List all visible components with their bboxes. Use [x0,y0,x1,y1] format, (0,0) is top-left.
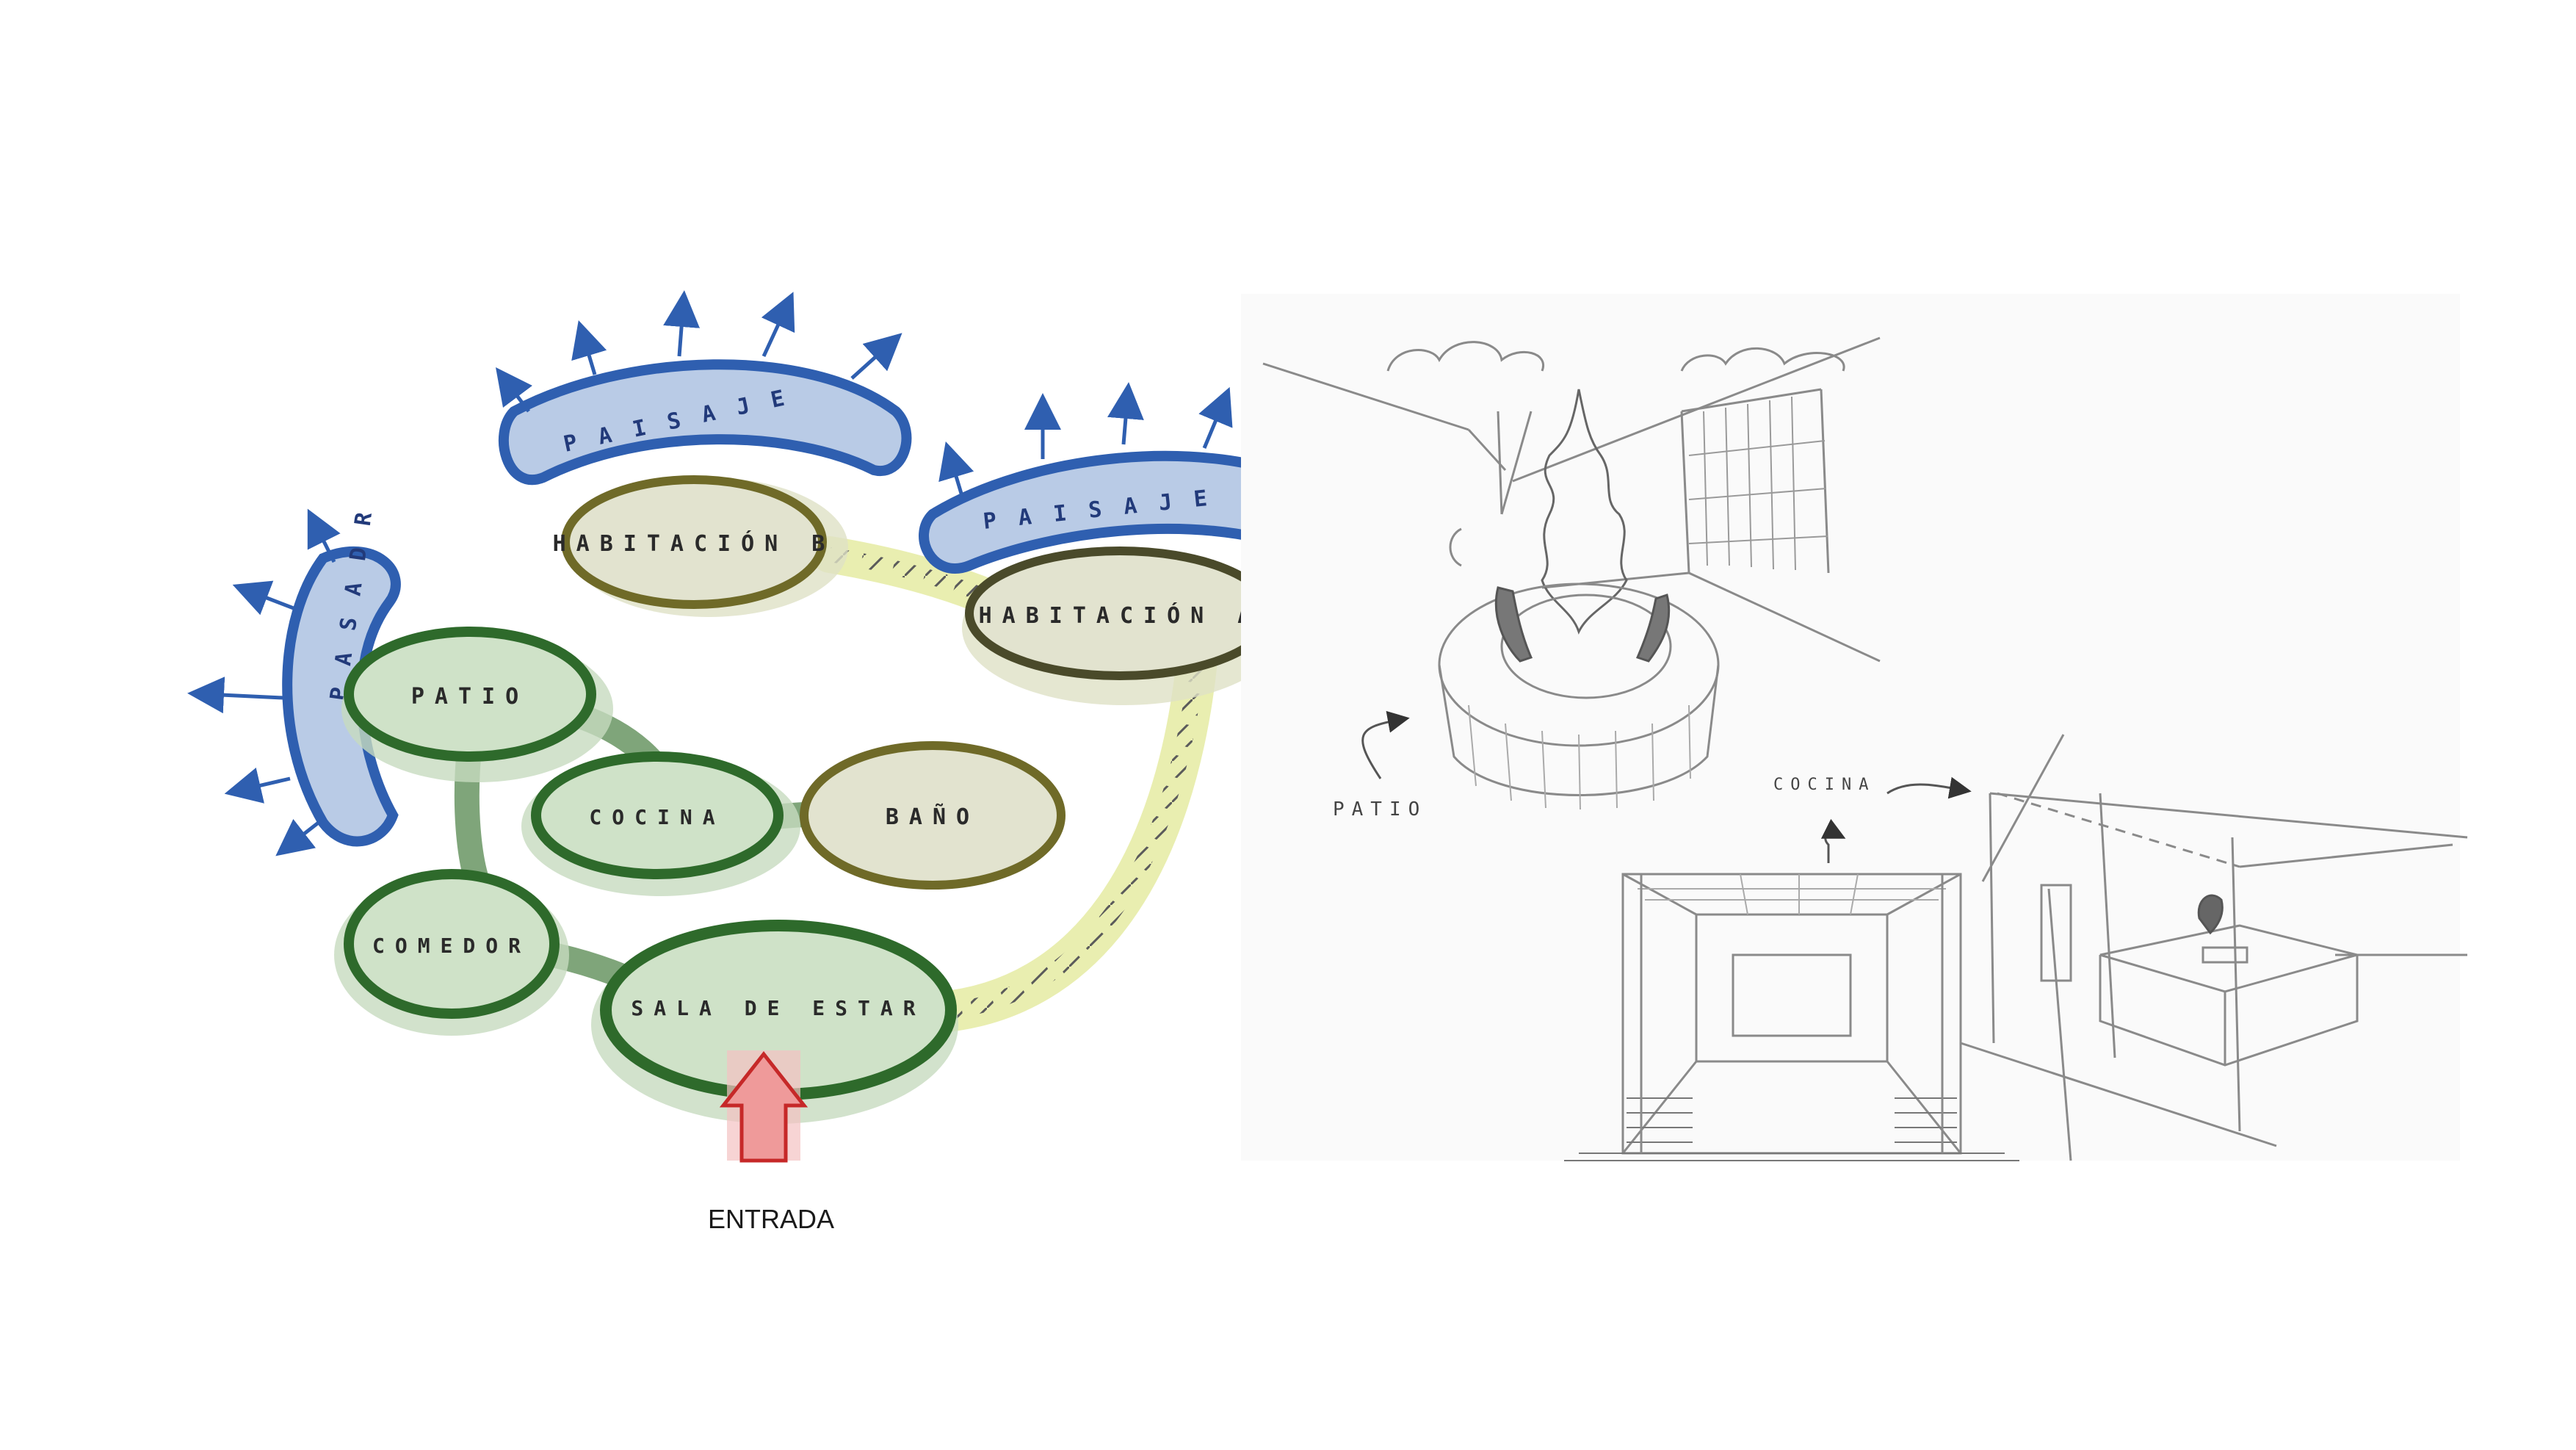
node-label-bano: BAÑO [886,803,980,830]
node-sala-de-estar: SALA DE ESTAR [591,920,958,1124]
node-label-cocina: COCINA [589,805,725,829]
node-comedor: COMEDOR [334,869,569,1036]
bubble-diagram: PASADR PAISAJE PAISAJE [187,290,1339,1234]
node-bano: BAÑO [800,741,1066,890]
node-patio: PATIO [341,627,613,782]
entrance-arrow-icon [719,1050,808,1163]
tree-sketch [1541,389,1628,635]
entrance-label: ENTRADA [708,1204,834,1234]
perspective-sketch [1241,294,2468,1161]
cloud-sketch [1386,341,1545,372]
node-label-sala-de-estar: SALA DE ESTAR [631,996,925,1020]
sketch-label-patio: PATIO [1333,798,1427,820]
node-label-comedor: COMEDOR [372,934,531,958]
node-label-habitacion-b: HABITACIÓN B [553,530,836,557]
node-habitacion-b: HABITACIÓN B [553,475,848,617]
node-label-habitacion-a: HABITACIÓN A [979,602,1262,629]
sketch-label-cocina: COCINA [1773,776,1875,794]
node-label-patio: PATIO [411,684,529,710]
node-cocina: COCINA [521,751,800,896]
view-arc-paisaje-1: PAISAJE [496,290,912,485]
node-habitacion-a: HABITACIÓN A [962,547,1285,705]
